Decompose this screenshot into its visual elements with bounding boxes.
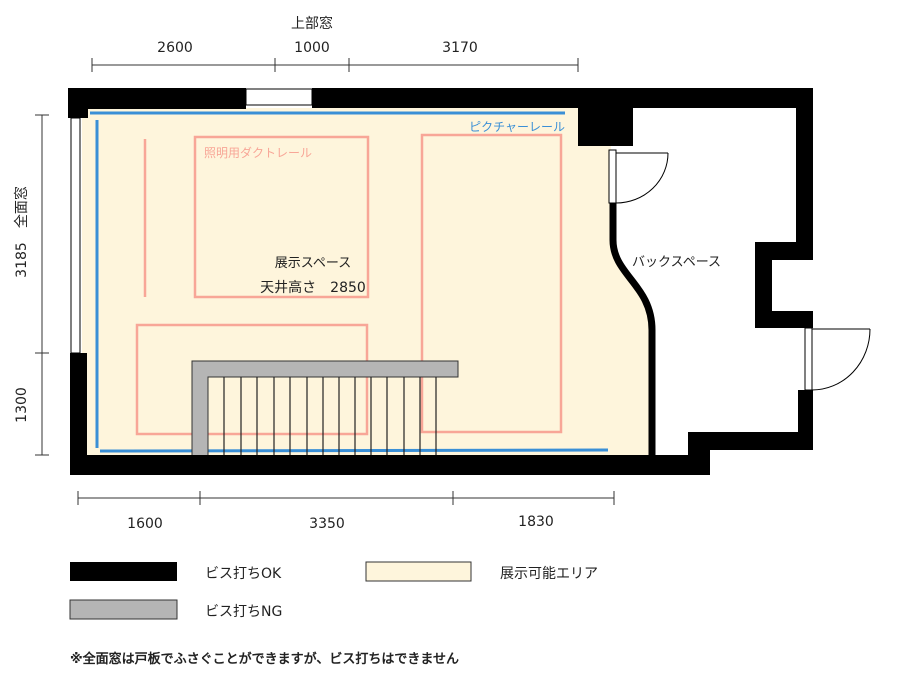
left-dimension bbox=[35, 114, 49, 456]
bottom-dimension bbox=[77, 491, 615, 505]
dim-top-2: 1000 bbox=[294, 40, 330, 56]
top-window-label: 上部窓 bbox=[291, 15, 333, 32]
legend-label-exhibit: 展示可能エリア bbox=[500, 566, 598, 582]
curved-wall bbox=[609, 203, 656, 456]
picture-rail-label: ピクチャーレール bbox=[469, 120, 565, 134]
dim-top-3: 3170 bbox=[442, 40, 478, 56]
door-exit[interactable] bbox=[804, 327, 871, 391]
top-window bbox=[245, 88, 313, 106]
full-window bbox=[70, 117, 81, 354]
dim-left-2: 1300 bbox=[14, 387, 30, 423]
duct-rail bbox=[135, 133, 563, 436]
legend-swatch-ok bbox=[70, 562, 177, 581]
exhibit-space-label: 展示スペース bbox=[275, 256, 351, 271]
legend-swatch-ng bbox=[69, 599, 178, 620]
back-space-label: バックスペース bbox=[632, 255, 721, 270]
door-inner[interactable] bbox=[608, 149, 669, 204]
picture-rail bbox=[90, 111, 609, 453]
legend-swatch-exhibit bbox=[365, 561, 472, 582]
duct-rail-label: 照明用ダクトレール bbox=[204, 145, 312, 160]
dim-bottom-3: 1830 bbox=[518, 514, 554, 530]
dim-bottom-2: 3350 bbox=[309, 516, 345, 532]
dim-left-1: 3185 全面窓 bbox=[13, 186, 30, 278]
dim-bottom-1: 1600 bbox=[127, 516, 163, 532]
legend: ビス打ちOK 展示可能エリア ビス打ちNG bbox=[69, 561, 598, 620]
legend-label-ok: ビス打ちOK bbox=[205, 565, 282, 582]
top-dimension bbox=[91, 58, 579, 72]
footnote: ※全面窓は戸板でふさぐことができますが、ビス打ちはできません bbox=[70, 651, 459, 667]
dim-top-1: 2600 bbox=[157, 40, 193, 56]
walls bbox=[68, 88, 813, 475]
legend-label-ng: ビス打ちNG bbox=[205, 603, 282, 620]
ceiling-height-label: 天井高さ 2850 bbox=[260, 279, 366, 296]
